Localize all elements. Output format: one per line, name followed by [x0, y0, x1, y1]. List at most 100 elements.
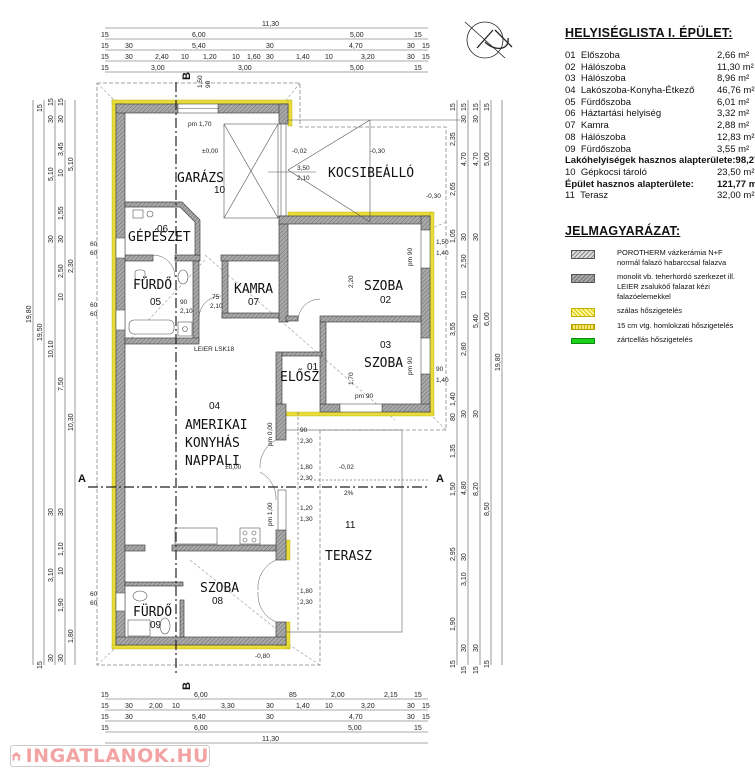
dimension-label: 30	[266, 43, 274, 50]
dimension-label: 1,90	[58, 598, 65, 612]
watermark-logo: INGATLANOK.HU	[10, 745, 210, 767]
door-swings	[152, 254, 321, 623]
dimension-label: 3,20	[361, 703, 375, 710]
dimension-label: 3,10	[48, 568, 55, 582]
room-furdo-05-no: 05	[150, 297, 162, 308]
dimension-label: 4,70	[473, 152, 480, 166]
room-area: 23,50 m²	[717, 166, 755, 178]
dimension-label: 30	[48, 235, 55, 243]
dimension-label: 15	[473, 103, 480, 111]
dimension-label: 1,20	[203, 54, 217, 61]
dimension-label: 5,00	[348, 725, 362, 732]
legend-text: zártcellás hőszigetelés	[617, 334, 693, 344]
room-area: 32,00 m²	[717, 190, 755, 202]
dimension-label: 10	[325, 703, 333, 710]
svg-text:2%: 2%	[344, 490, 354, 497]
section-mark-a-left: A	[78, 473, 86, 485]
legend-text: POROTHERM vázkerámia N+F	[617, 247, 723, 257]
legend-swatch-icon	[571, 273, 595, 283]
svg-text:1,40: 1,40	[436, 250, 449, 257]
svg-text:1,40: 1,40	[436, 377, 449, 384]
room-furdo-05: FÜRDŐ	[133, 276, 172, 293]
legend-swatch-icon	[571, 249, 595, 259]
room-name: Hálószoba	[580, 61, 626, 73]
dimension-label: 1,60	[247, 54, 261, 61]
windows	[115, 103, 431, 612]
dimension-label: 15	[484, 103, 491, 111]
dimension-label: 30	[266, 703, 274, 710]
dimension-label: 3,20	[361, 54, 375, 61]
svg-text:2,10: 2,10	[297, 175, 310, 182]
dimension-label: 15	[461, 666, 468, 674]
dimension-label: 15	[48, 98, 55, 106]
room-szoba-02-no: 02	[380, 295, 392, 306]
dimension-label: 30	[461, 410, 468, 418]
room-szoba-03-no: 03	[380, 340, 392, 351]
dimension-label: 1,35	[450, 444, 457, 458]
svg-text:2,20: 2,20	[348, 275, 355, 288]
room-no: 10	[565, 166, 576, 178]
room-no: 11	[565, 190, 575, 202]
svg-text:-0,02: -0,02	[339, 464, 354, 471]
room-name: Lakóhelyiségek hasznos alapterülete:	[565, 155, 736, 167]
svg-text:2,30: 2,30	[300, 599, 313, 606]
dimension-label: 4,70	[349, 714, 363, 721]
svg-text:-0,02: -0,02	[292, 148, 307, 155]
dimension-label: 5,00	[350, 32, 364, 39]
dimension-label: 7,50	[58, 377, 65, 391]
dimension-label: 5,00	[484, 152, 491, 166]
room-garazs-no: 10	[214, 185, 226, 196]
svg-text:1,50: 1,50	[197, 75, 204, 88]
dimension-label: 30	[407, 43, 415, 50]
legend-swatch-icon	[571, 307, 595, 317]
dimension-label: 30	[473, 644, 480, 652]
room-name: Hálószoba	[580, 73, 626, 85]
dimension-label: 6,00	[484, 312, 491, 326]
dimension-label: 15	[37, 104, 44, 112]
svg-text:75: 75	[212, 294, 220, 301]
svg-text:pm 90: pm 90	[355, 393, 373, 400]
dimension-label: 10	[232, 54, 240, 61]
dimension-label: 15	[101, 725, 109, 732]
legend-item: monolit vb. teherhordó szerkezet ill.LEI…	[565, 272, 755, 302]
room-elosz-no: 01	[307, 362, 319, 373]
dimension-label: 10,10	[48, 340, 55, 358]
terrace-outline	[286, 412, 430, 633]
dimension-label: 15	[101, 714, 109, 721]
legend-item: 15 cm vtg. homlokzati hőszigetelés	[565, 321, 755, 331]
dimension-label: 4,70	[349, 43, 363, 50]
dimension-label: 3,00	[151, 65, 165, 72]
svg-text:1,70: 1,70	[348, 372, 355, 385]
room-name: Előszoba	[580, 50, 620, 61]
svg-text:60: 60	[90, 302, 98, 309]
dimension-label: 19,80	[26, 305, 33, 323]
room-furdo-09-no: 09	[150, 620, 162, 631]
room-area: 2,66 m²	[717, 50, 750, 61]
dimension-label: 10	[325, 54, 333, 61]
dimension-label: 30	[407, 703, 415, 710]
svg-text:2,30: 2,30	[300, 438, 313, 445]
legend-text-2: LEIER zsaluköő falazat kézi falazóelemek…	[617, 281, 710, 301]
room-nappali-no: 04	[209, 401, 221, 412]
dimension-label: 15	[58, 98, 65, 106]
dimension-label: 30	[58, 235, 65, 243]
dimension-label: 15	[37, 661, 44, 669]
dimension-label: 15	[422, 703, 430, 710]
dimension-label: 15	[101, 54, 109, 61]
dimension-label: 30	[58, 115, 65, 123]
room-furdo-09: FÜRDŐ	[133, 603, 172, 620]
annotations: pm 1,70 ±0,00 -0,02 -0,30 -0,30 3,50 2,1…	[90, 75, 449, 660]
room-terasz: TERASZ	[325, 549, 372, 564]
dimension-label: 1,50	[450, 482, 457, 496]
legend-text-2: normál falazó habarccsal falazva	[617, 257, 727, 267]
dimension-label: 1,10	[58, 542, 65, 556]
dimension-label: 30	[125, 54, 133, 61]
room-kamra-no: 07	[248, 297, 260, 308]
dimension-label: 30	[266, 54, 274, 61]
room-area: 2,88 m²	[717, 120, 750, 132]
